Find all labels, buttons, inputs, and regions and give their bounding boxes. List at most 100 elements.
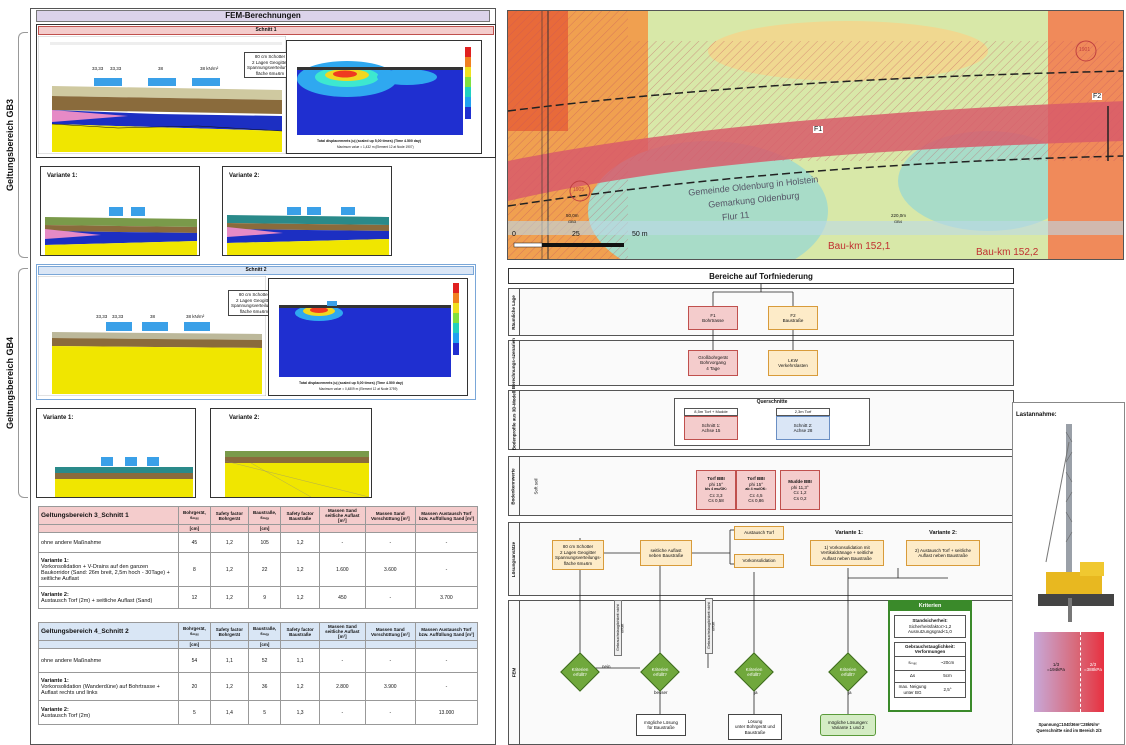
row-label-szenarien: Berechnungs-szenarien [508,337,520,389]
schnitt2-frame [36,264,476,400]
gebrauch-section: Gebrauchstauglichkeit: Verformungen sₘₐₓ… [894,641,966,698]
schnitt1-frame [36,24,496,158]
gb3-var1-svg [45,207,197,255]
t1-h5: Massen Sand Vorschüttung [m³] [364,506,416,525]
drill-rig-illustration [1038,424,1114,622]
t1-r1-c3: 1,2 [280,552,320,587]
t2-r2-c0: 5 [178,700,211,725]
t2-r2-c3: 1,3 [280,700,320,725]
t2-r1-label: Vorkonsolidation (Wanderdüne) auf Bohrtr… [41,683,160,696]
var1-title: Variante 1: [835,530,863,536]
label-ja-2: ja [848,690,852,695]
map-baukm-2: Bau-km 152,2 [976,247,1039,258]
schnitt1-model [38,36,286,154]
t2-r1-title: Variante 1: [41,677,69,684]
row-label-bodenprofile: Bodenprofile aus 3D-Modell [508,390,520,450]
map-gb4: GB4 [894,219,903,224]
stress-right: 2/3=388kPa [1084,662,1102,672]
t2-h6: Massen Austausch Torf bzw. Auffüllung Sa… [414,622,479,641]
schnitt1-title: Schnitt 1 [38,26,494,35]
t1-r2-title: Variante 2: [41,591,69,598]
soft-soil-label: Soft soil [533,478,539,495]
t2-r1-c3: 1,2 [280,672,320,701]
box-schnitt1: Schnitt 1:Achse 15 [684,416,738,440]
schnitt2-displacement-plot: Total displacements |u| (scaled up 5,00 … [268,278,468,396]
t1-r2-c4: 450 [318,586,366,609]
t2-h5: Massen Sand Vorschüttung [m³] [364,622,416,641]
label-ja-1: ja [754,690,758,695]
s2-load-2: 33,33 [112,314,124,319]
t2-h3: Safety factor Baustraße [280,622,320,641]
stand-section: Standsicherheit: Sicherheitsfaktor>1,2 A… [894,615,966,638]
table-row: Variante 2:Austausch Torf (2m) + seitlic… [38,586,479,609]
t1-h3: Safety factor Baustraße [280,506,320,525]
fem-title: FEM-Berechnungen [36,10,490,22]
t2-title: Geltungsbereich 4_Schnitt 2 [38,622,179,641]
label-nein: nein [602,664,611,669]
box-schnitt2: Schnitt 2:Achse 28 [776,416,830,440]
t1-r1-title: Variante 1: [41,557,69,564]
t2-r1-c4: 2.800 [318,672,366,701]
q1-head: 8,5m Torf + Mudde [684,408,738,416]
tag-gebrauch-2: Gebrauchstauglichkeit nicht erfüllt [705,598,716,654]
var2-title: Variante 2: [929,530,957,536]
map-scale-25: 25 [572,231,580,238]
t2-h1: Safety factor Bohrgerät [209,622,249,641]
row-label-kennwerte: Bodenkennwerte [508,456,520,516]
flow-title: Bereiche auf Torfniederung [508,268,1014,284]
t2-header-row: Geltungsbereich 4_Schnitt 2 Bohrgerät, s… [38,622,479,641]
t2-unit-row: [cm] [cm] [38,640,479,649]
t2-h4: Massen Sand seitliche Auflast [m³] [318,622,366,641]
t1-r2-c2: 9 [247,586,282,609]
t2-r2-title: Variante 2: [41,706,69,713]
t2-r0-c1: 1,1 [209,648,249,673]
gb4-var2-title: Variante 2: [229,415,260,421]
t2-r2-c1: 1,4 [209,700,249,725]
gb3-brace [18,32,28,258]
t1-r0-c1: 1,2 [209,532,249,553]
map-scale-50: 50 m [632,231,648,238]
t2-r0-c2: 52 [247,648,282,673]
t1-r0-c5: - [364,532,416,553]
map-station-1905: 1905 [573,187,585,193]
box-austausch-torf: Austausch Torf [734,526,784,540]
t1-r2-c6: 3.700 [414,586,479,609]
t1-r1-c2: 22 [247,552,282,587]
t1-r1-c1: 1,2 [209,552,249,587]
row-label-loesung: Lösungsansätze [508,522,520,596]
map-scale-0: 0 [512,231,516,238]
gb3-var2-svg [227,207,389,255]
t1-r1-c4: 1.600 [318,552,366,587]
t1-r0-c6: - [414,532,479,553]
t1-r1-c6: - [414,552,479,587]
s2-plot-sub: Maximum value = 0,4809 m (Element 12 at … [319,387,398,391]
site-map-svg [508,11,1123,259]
last-title: Lastannahme: [1016,412,1057,418]
map-dist-1: 50,0m [566,213,579,218]
s1-load-2: 33,33 [110,66,122,71]
map-baukm-1: Bau-km 152,1 [828,241,891,252]
map-dist-2: 220,0m [891,213,907,218]
t1-h2: Baustraße, sₘₐₓ [247,506,282,525]
results-table-gb4: Geltungsbereich 4_Schnitt 2 Bohrgerät, s… [38,622,479,725]
gb3-var1-title: Variante 1: [47,173,78,179]
row-label-lage: Räumliche Lage [508,288,520,336]
s2-load-3: 38 [150,314,156,319]
gb4-label: Geltungsbereich GB4 [5,336,15,430]
table-row: Variante 1:Vorkonsolidation + V-Drains a… [38,552,479,587]
gb3-variante2: Variante 2: [222,166,392,256]
map-gb3: GB3 [568,219,577,224]
tag-gebrauch-1: Gebrauchstauglichkeit nicht erfüllt [614,600,625,656]
gb4-var2-svg [224,451,370,497]
gb4-var1-svg [55,457,193,497]
